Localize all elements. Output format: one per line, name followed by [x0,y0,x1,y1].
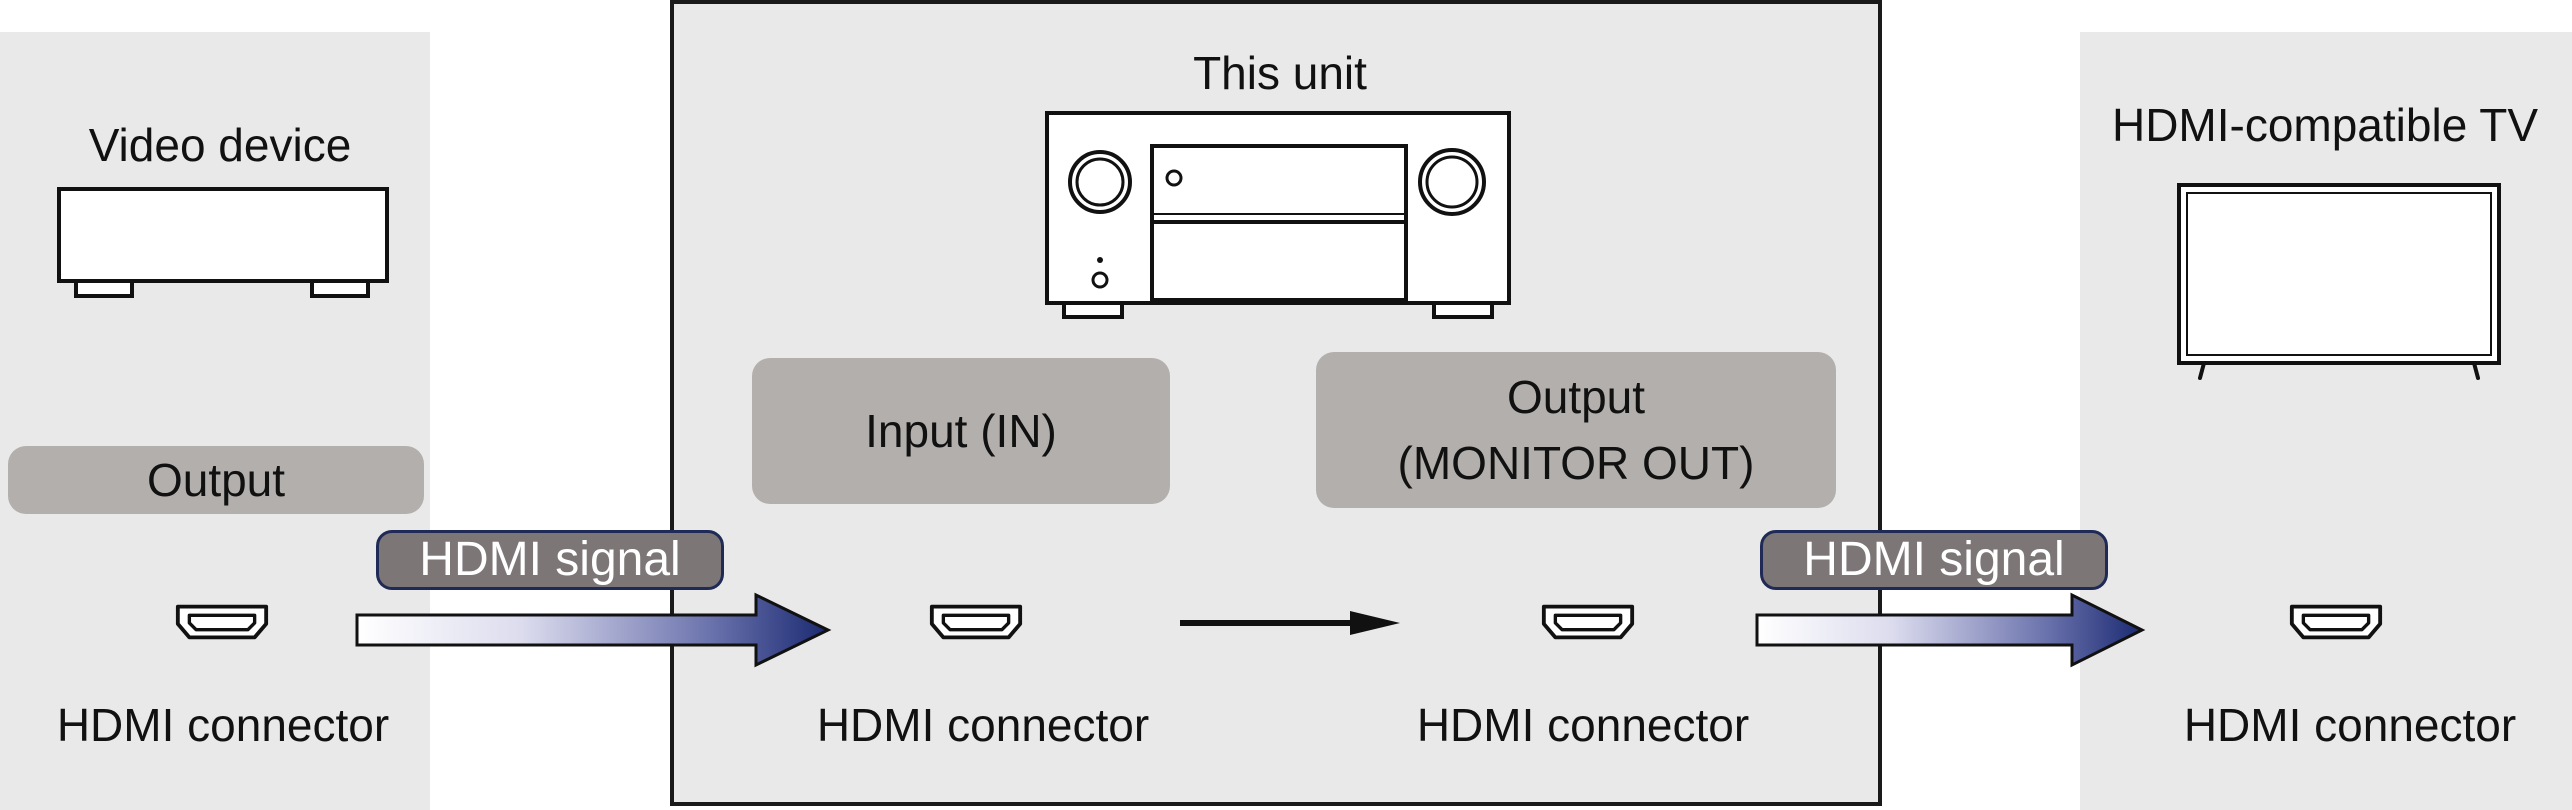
sink-hdmi-port-icon [2289,604,2383,640]
unit-output-tag-line1: Output [1506,371,1646,423]
unit-output-connector-label: HDMI connector [1416,699,1750,751]
unit-input-connector-label: HDMI connector [816,699,1150,751]
source-panel [0,32,430,810]
source-connector-label: HDMI connector [56,699,390,751]
unit-input-tag: Input (IN) [752,358,1170,504]
sink-connector-label: HDMI connector [2183,699,2517,751]
unit-input-hdmi-port-icon [929,604,1023,640]
source-port-tag: Output [8,446,424,514]
left-signal-badge: HDMI signal [376,530,724,590]
tv-icon [2177,183,2501,380]
unit-output-tag: Output (MONITOR OUT) [1316,352,1836,508]
unit-title: This unit [1193,47,1367,99]
right-signal-arrow-icon [1755,592,2146,668]
unit-internal-arrow-icon [1180,611,1400,635]
sink-panel [2080,32,2572,810]
video-device-icon [57,187,389,298]
right-signal-badge: HDMI signal [1760,530,2108,590]
source-title: Video device [88,119,352,171]
source-hdmi-port-icon [175,604,269,640]
left-signal-arrow-icon [355,592,832,668]
sink-title: HDMI-compatible TV [2111,99,2539,151]
unit-output-tag-line2: (MONITOR OUT) [1397,437,1755,489]
unit-output-hdmi-port-icon [1541,604,1635,640]
av-receiver-icon [1045,111,1511,319]
